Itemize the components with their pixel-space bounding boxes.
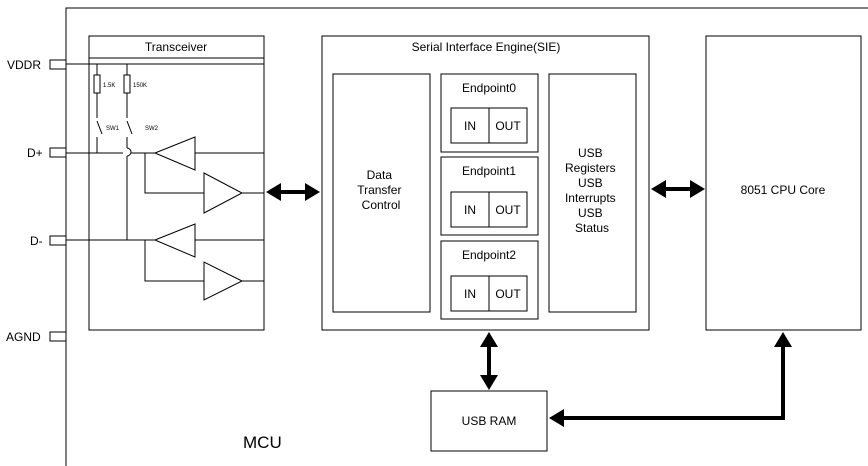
pin-dplus-pad xyxy=(49,147,67,158)
mcu-label: MCU xyxy=(243,433,282,452)
sw2-crossover xyxy=(126,147,132,157)
arrow-sie-cpu xyxy=(651,180,705,198)
endpoint1-out-label: OUT xyxy=(495,203,521,217)
pin-dplus-label: D+ xyxy=(27,146,43,160)
dminus-tx-in xyxy=(144,240,204,282)
pin-agnd: AGND xyxy=(6,330,67,344)
arrow-ram-cpu-head-up xyxy=(774,332,792,347)
endpoint0: Endpoint0 IN OUT xyxy=(440,73,539,153)
sw1-label: SW1 xyxy=(106,126,120,132)
endpoint0-in-cell xyxy=(450,107,490,144)
endpoint0-title: Endpoint0 xyxy=(462,81,516,95)
pin-dminus-label: D- xyxy=(30,234,43,248)
arrow-transceiver-sie-head-left xyxy=(266,183,281,201)
dtc-line-2: Transfer xyxy=(357,183,401,197)
usb-block-line-5: USB xyxy=(578,206,603,220)
arrow-transceiver-sie-head-right xyxy=(305,183,320,201)
r1-label: 1.5K xyxy=(103,83,115,89)
arrow-sie-ram-head-down xyxy=(480,375,498,390)
endpoint2-out-label: OUT xyxy=(495,287,521,301)
data-transfer-control-box xyxy=(332,73,431,313)
pin-dplus: D+ xyxy=(27,146,67,160)
usb-ram-label: USB RAM xyxy=(462,414,517,428)
sw2-label: SW2 xyxy=(145,126,159,132)
endpoint1-title: Endpoint1 xyxy=(462,164,516,178)
usb-block-line-1: USB xyxy=(578,146,603,160)
endpoint1-out-cell xyxy=(488,191,528,228)
r1-resistor xyxy=(93,74,101,94)
usb-block-line-2: Registers xyxy=(565,161,616,175)
arrow-ram-cpu-shaft xyxy=(563,346,785,420)
dplus-output-buffer xyxy=(203,172,244,214)
endpoint1: Endpoint1 IN OUT xyxy=(440,156,539,236)
usb-block-line-4: Interrupts xyxy=(565,191,616,205)
arrow-sie-cpu-head-left xyxy=(651,180,666,198)
usb-registers-box xyxy=(548,73,637,313)
pin-agnd-label: AGND xyxy=(6,330,41,344)
usb-registers-label: USB Registers USB Interrupts USB Status xyxy=(565,146,619,235)
arrow-sie-ram-head-up xyxy=(480,332,498,347)
arrow-sie-ram xyxy=(480,332,498,390)
sie-block: Serial Interface Engine(SIE) Data Transf… xyxy=(321,35,650,331)
transceiver-box xyxy=(88,35,265,331)
r2-label: 150K xyxy=(133,83,147,89)
mcu-boundary xyxy=(65,7,868,466)
usb-block-line-6: Status xyxy=(575,221,609,235)
pin-dminus-pad xyxy=(49,235,67,246)
arrow-sie-cpu-head-right xyxy=(690,180,705,198)
usb-ram-block: USB RAM xyxy=(430,390,548,452)
endpoint1-in-cell xyxy=(450,191,490,228)
transceiver-title: Transceiver xyxy=(145,40,207,54)
usb-ram-box xyxy=(430,390,548,452)
endpoint0-out-cell xyxy=(488,107,528,144)
pin-agnd-pad xyxy=(49,331,67,342)
endpoint2-in-label: IN xyxy=(464,287,476,301)
endpoint2-out-cell xyxy=(488,275,528,312)
dtc-line-1: Data xyxy=(367,168,393,182)
arrow-ram-cpu xyxy=(549,332,792,427)
dminus-output-buffer xyxy=(203,261,244,301)
pin-dminus: D- xyxy=(30,234,67,248)
usb-block-line-3: USB xyxy=(578,176,603,190)
dtc-line-3: Control xyxy=(362,198,401,212)
sw2-switch xyxy=(126,120,133,135)
endpoint0-in-label: IN xyxy=(464,119,476,133)
pin-vddr-label: VDDR xyxy=(7,58,41,72)
endpoint2-in-cell xyxy=(450,275,490,312)
pin-vddr: VDDR xyxy=(7,58,67,72)
arrow-ram-cpu-head-left xyxy=(549,409,564,427)
endpoint0-out-label: OUT xyxy=(495,119,521,133)
data-transfer-control-label: Data Transfer Control xyxy=(357,168,405,212)
endpoint2-title: Endpoint2 xyxy=(462,248,516,262)
cpu-box xyxy=(705,35,862,331)
arrow-transceiver-sie xyxy=(266,183,320,201)
endpoint2: Endpoint2 IN OUT xyxy=(440,240,539,320)
pin-vddr-pad xyxy=(49,59,67,70)
sie-title: Serial Interface Engine(SIE) xyxy=(412,40,561,54)
cpu-label: 8051 CPU Core xyxy=(741,183,826,197)
endpoint1-in-label: IN xyxy=(464,203,476,217)
sw1-switch xyxy=(96,120,103,135)
cpu-block: 8051 CPU Core xyxy=(705,35,862,331)
transceiver-block: Transceiver 1.5K 150K SW1 SW2 xyxy=(66,35,265,331)
dplus-tx-in xyxy=(144,153,204,194)
r2-resistor xyxy=(123,74,131,94)
